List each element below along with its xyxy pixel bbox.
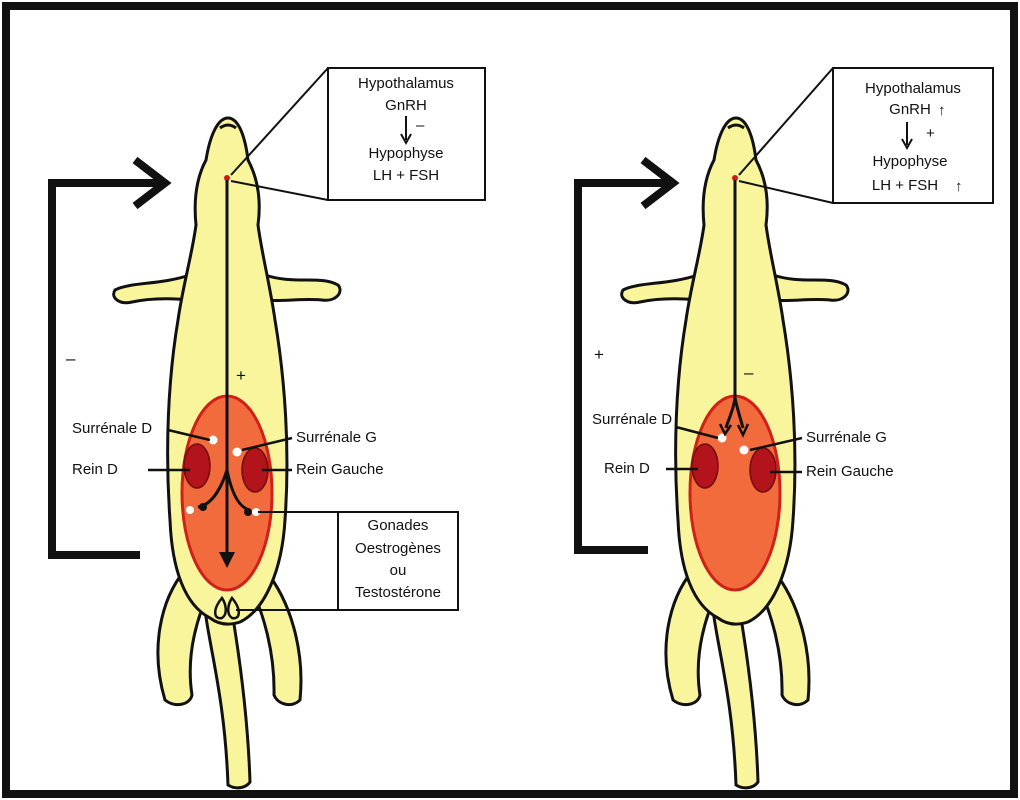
- hypophyse-label-right: Hypophyse: [872, 153, 947, 170]
- callout-line-top-right: [739, 68, 833, 175]
- label-kidney-left-right: Rein Gauche: [806, 463, 894, 480]
- feedback-bracket-left: [52, 183, 160, 555]
- callout-line-top-left: [231, 68, 328, 175]
- ou-label: ou: [390, 562, 407, 579]
- lh-fsh-label-left: LH + FSH: [373, 167, 439, 184]
- gnrh-up-arrow-icon: ↑: [938, 102, 946, 119]
- label-adrenal-left-right: Surrénale G: [806, 429, 887, 446]
- gonads-label: Gonades: [368, 517, 429, 534]
- adrenal-left-left-panel: [233, 448, 242, 457]
- feedback-bracket-right: [578, 183, 668, 550]
- branch-end-2: [244, 508, 252, 516]
- branch-end-1: [199, 503, 207, 511]
- label-kidney-left-left: Rein Gauche: [296, 461, 384, 478]
- hypophyse-label-left: Hypophyse: [368, 145, 443, 162]
- center-sign-right: –: [744, 363, 754, 382]
- right-panel: + – Hypothalamus GnRH ↑ + Hypophyse LH +…: [578, 68, 993, 788]
- oestrogenes-label: Oestrogènes: [355, 540, 441, 557]
- testosterone-label: Testostérone: [355, 584, 441, 601]
- left-panel: – + Hypothalamus GnRH – Hypophyse LH + F…: [52, 68, 485, 788]
- center-sign-left: +: [236, 366, 246, 385]
- hypothalamus-label-left: Hypothalamus: [358, 75, 454, 92]
- label-adrenal-right-right: Surrénale D: [592, 411, 672, 428]
- gonad-dot-1: [186, 506, 194, 514]
- feedback-sign-left: –: [66, 349, 76, 368]
- adrenal-left-right-panel: [740, 446, 749, 455]
- label-kidney-right-left: Rein D: [72, 461, 118, 478]
- feedback-sign-right: +: [594, 345, 604, 364]
- gnrh-label-right: GnRH: [889, 101, 931, 118]
- label-kidney-right-right: Rein D: [604, 460, 650, 477]
- gnrh-label-left: GnRH: [385, 97, 427, 114]
- label-adrenal-left-left: Surrénale G: [296, 429, 377, 446]
- box-sign-right: +: [926, 125, 935, 142]
- box-sign-left: –: [416, 117, 425, 134]
- hypothalamus-label-right: Hypothalamus: [865, 80, 961, 97]
- lh-fsh-label-right: LH + FSH: [872, 177, 938, 194]
- label-adrenal-right-left: Surrénale D: [72, 420, 152, 437]
- lh-fsh-up-arrow-icon: ↑: [955, 178, 963, 195]
